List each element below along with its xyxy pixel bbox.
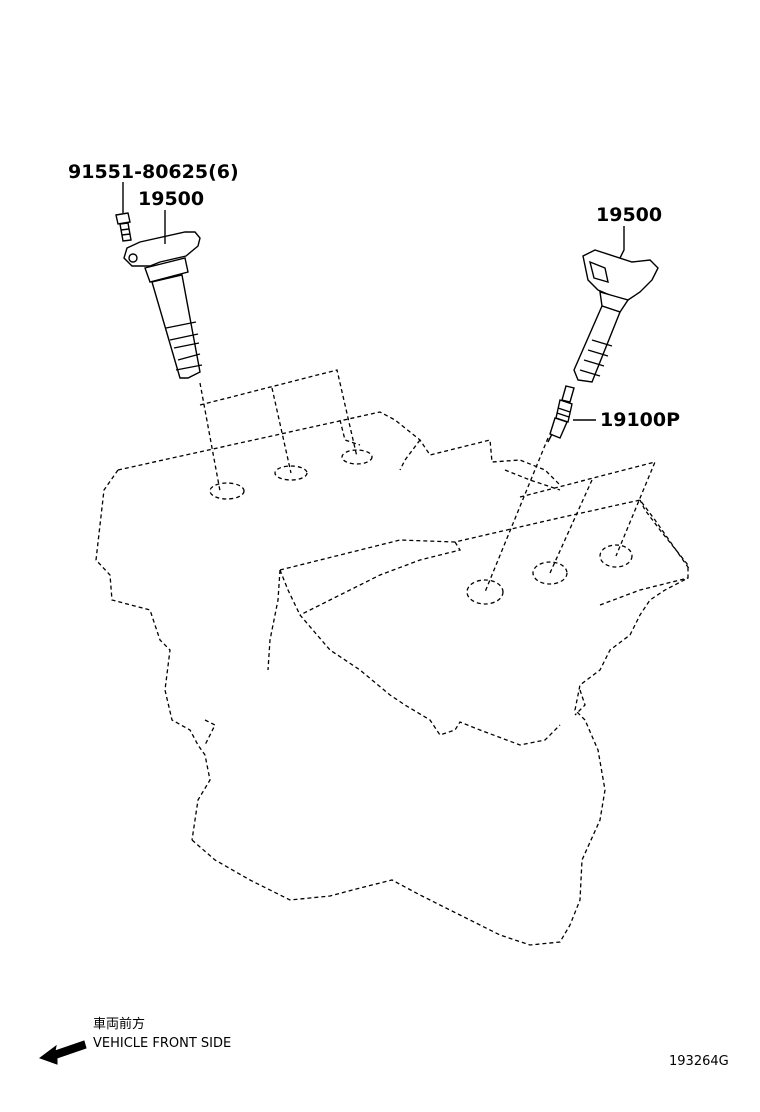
front-side-en-label: VEHICLE FRONT SIDE <box>93 1036 232 1051</box>
bolt <box>115 212 132 242</box>
coil-left-part-number: 19500 <box>138 188 205 210</box>
engine-block-outline <box>95 411 691 946</box>
front-side-jp-label: 車両前方 <box>93 1017 146 1032</box>
ignition-coil-right <box>573 249 659 383</box>
coil-right-part-number: 19500 <box>596 204 663 226</box>
spark-plug-part-number: 19100P <box>600 409 681 431</box>
spark-plug <box>547 385 575 443</box>
spark-plug-wells <box>209 449 633 605</box>
front-direction-arrow <box>38 1040 87 1065</box>
leader-lines <box>122 182 625 421</box>
diagram-id: 193264G <box>669 1054 729 1069</box>
ignition-coil-left <box>123 231 203 379</box>
bolt-part-number: 91551-80625(6) <box>68 161 239 183</box>
installation-guide-lines <box>199 369 657 593</box>
